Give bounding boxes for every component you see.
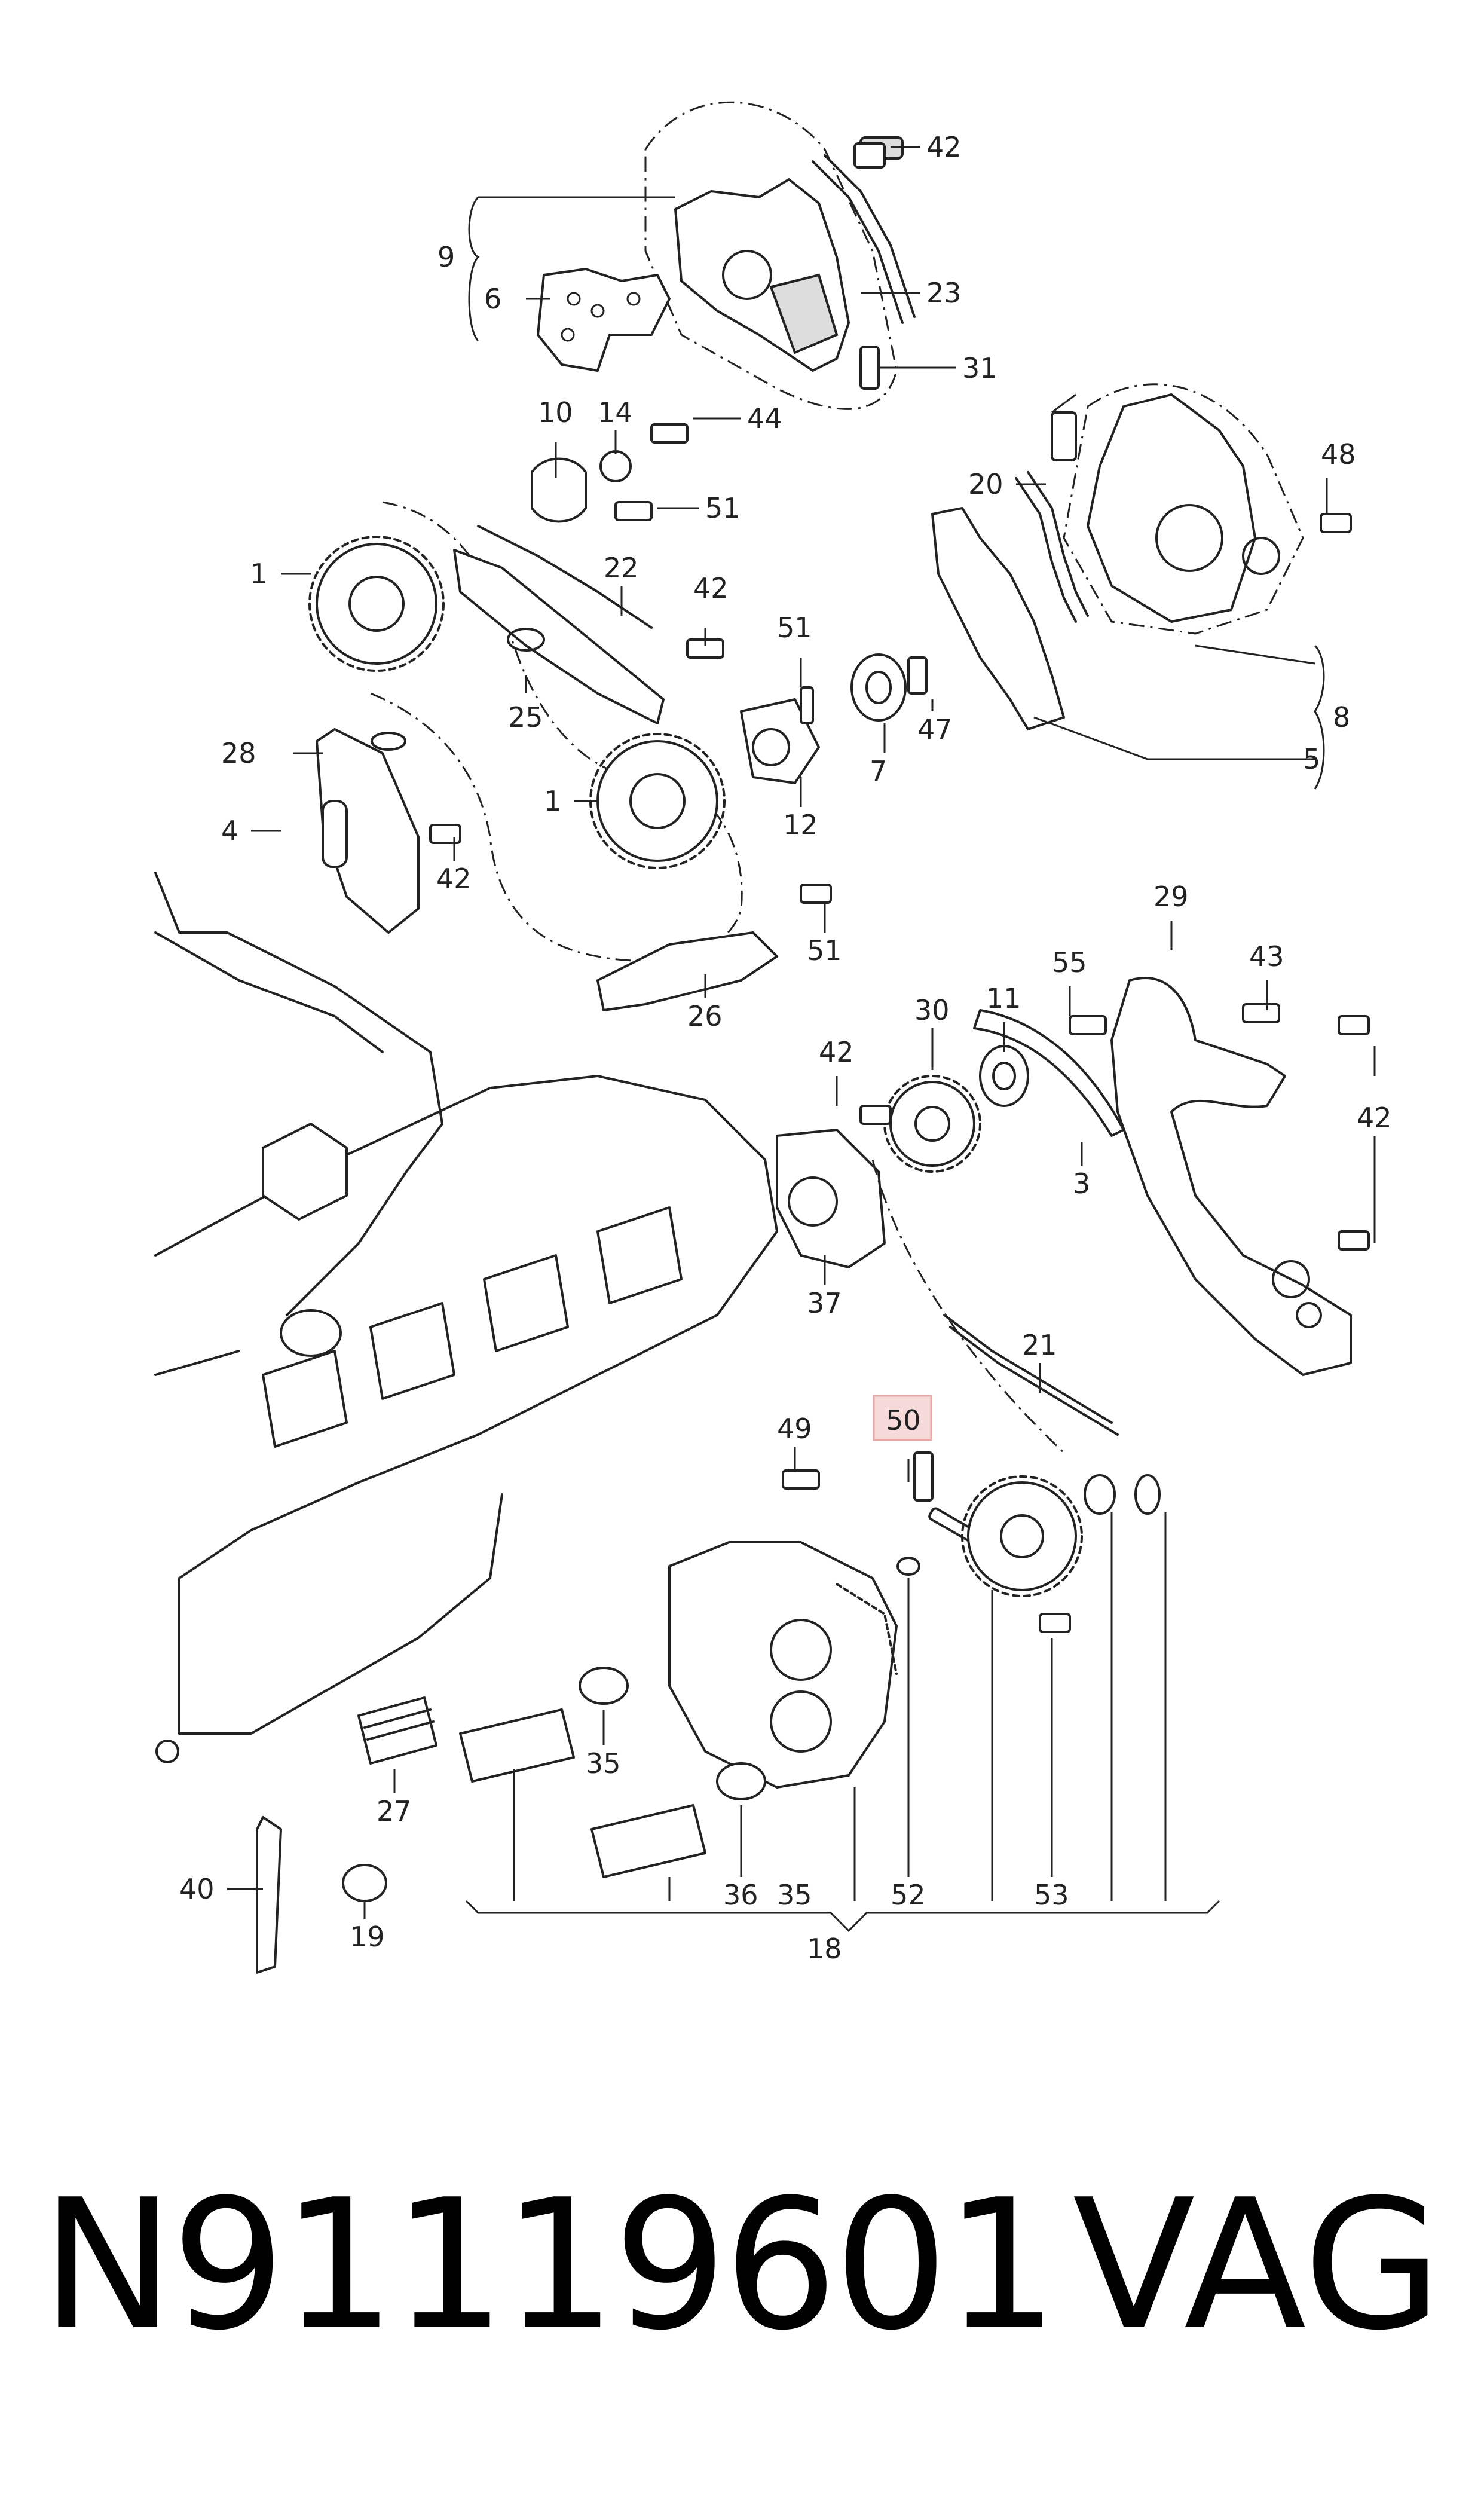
callout-label: 43: [1249, 940, 1284, 973]
callout-label: 42: [1357, 1102, 1392, 1134]
callout-labels: 42 23 9 6 31 10 14 44 51 1 22 20 42 51 4…: [179, 131, 1392, 1965]
callout-label: 7: [870, 755, 887, 787]
callout-label: 6: [484, 283, 501, 315]
upper-chain-cover-assembly: [537, 101, 916, 410]
vacuum-pump-drive-assembly: [256, 1451, 1161, 1974]
callout-label: 44: [747, 402, 782, 435]
callout-label: 4: [221, 815, 238, 847]
callout-label: 25: [508, 701, 543, 733]
callout-label: 47: [917, 713, 953, 745]
callout-label: 14: [598, 396, 633, 429]
callout-label: 20: [968, 468, 1003, 500]
callout-label: 50: [886, 1404, 921, 1436]
callout-label: 51: [777, 612, 812, 644]
bolt-set-upper: [429, 142, 1352, 904]
callout-label: 18: [807, 1933, 842, 1965]
highlight-box-50: [873, 1395, 932, 1441]
callout-label: 48: [1321, 438, 1356, 470]
right-chain-cover-assembly: [931, 383, 1304, 730]
callout-label: 42: [436, 863, 472, 895]
callout-label: 1: [544, 785, 561, 817]
callout-label: 51: [705, 492, 741, 524]
upper-sprocket-group: [308, 450, 907, 1011]
right-chain-guide: [776, 977, 1370, 1454]
callout-label: 9: [437, 241, 455, 273]
callout-label: 12: [783, 809, 818, 841]
callout-label: 31: [962, 352, 998, 384]
part-caption: N91119601 VAG: [0, 2158, 1484, 2373]
callout-label: 30: [914, 994, 950, 1026]
callout-label: 27: [377, 1795, 412, 1827]
callout-label: 26: [687, 1000, 723, 1032]
callout-label: 35: [777, 1879, 812, 1911]
callout-label: 11: [986, 982, 1021, 1014]
callout-label: 40: [179, 1873, 215, 1905]
callout-label: 42: [926, 131, 962, 163]
callout-label: 1: [250, 558, 267, 590]
callout-label: 49: [777, 1413, 812, 1445]
callout-label: 52: [891, 1879, 926, 1911]
callout-label: 42: [819, 1036, 854, 1068]
callout-label: 22: [604, 552, 639, 584]
engine-cylinder-head: [154, 872, 778, 1763]
callout-label: 53: [1034, 1879, 1069, 1911]
leader-lines: [227, 146, 1376, 1933]
callout-label: 10: [538, 396, 573, 429]
callout-label: 35: [586, 1747, 621, 1780]
callout-label: 36: [723, 1879, 758, 1911]
callout-label: 21: [1022, 1329, 1057, 1361]
callout-label: 29: [1153, 881, 1189, 913]
callout-label: 5: [1303, 743, 1320, 775]
callout-label: 23: [926, 277, 962, 309]
part-number: N91119601: [41, 2161, 1058, 2370]
callout-label: 3: [1073, 1167, 1090, 1200]
callout-label: 8: [1333, 701, 1350, 733]
callout-label: 37: [807, 1287, 842, 1319]
callout-label: 42: [693, 572, 729, 604]
brand-name: VAG: [1072, 2161, 1442, 2370]
callout-label: 28: [221, 737, 256, 769]
callout-label: 19: [350, 1921, 385, 1953]
callout-label: 55: [1052, 946, 1087, 979]
callout-label: 51: [807, 934, 842, 967]
